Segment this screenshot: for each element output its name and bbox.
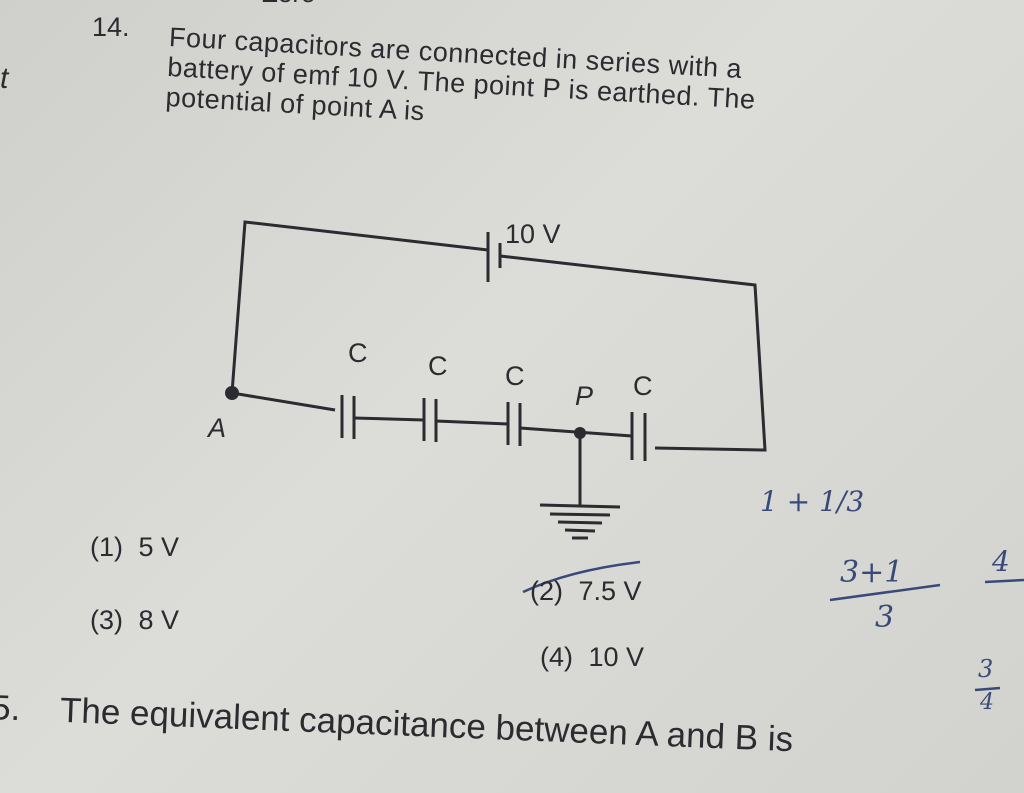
option-4[interactable]: (4) 10 V: [540, 642, 645, 672]
fraction-bar: [829, 583, 941, 602]
handwritten-note: 1 + 1/3: [760, 485, 865, 518]
capacitor-label: C: [348, 338, 368, 368]
handwritten-note: 4: [980, 690, 994, 715]
point-p-dot: [574, 427, 586, 439]
wire-left: [230, 220, 489, 412]
wire-right: [499, 254, 767, 452]
battery-label: 10 V: [505, 219, 561, 249]
option-1[interactable]: (1) 5 V: [90, 532, 180, 562]
capacitor-label: C: [505, 361, 525, 391]
ground-icon: [539, 503, 621, 509]
margin-letter: t: [0, 62, 9, 95]
question-15-number: 5.: [0, 688, 22, 729]
handwritten-note: 3: [978, 655, 994, 683]
option-2[interactable]: (2) 7.5 V: [530, 576, 642, 606]
point-p-label: P: [575, 381, 593, 411]
handwritten-note: 3+1: [840, 555, 904, 590]
answer-tick-mark: [522, 560, 641, 594]
question-number: 14.: [92, 12, 130, 42]
previous-question-fragment: Zero: [262, 0, 315, 9]
capacitor-label: C: [428, 351, 448, 381]
capacitor-label: C: [633, 371, 653, 401]
handwritten-note: 4: [992, 545, 1010, 578]
point-a-label: A: [206, 413, 226, 443]
point-a-dot: [225, 386, 239, 400]
handwritten-note: 3: [875, 600, 895, 635]
option-3[interactable]: (3) 8 V: [90, 605, 180, 635]
